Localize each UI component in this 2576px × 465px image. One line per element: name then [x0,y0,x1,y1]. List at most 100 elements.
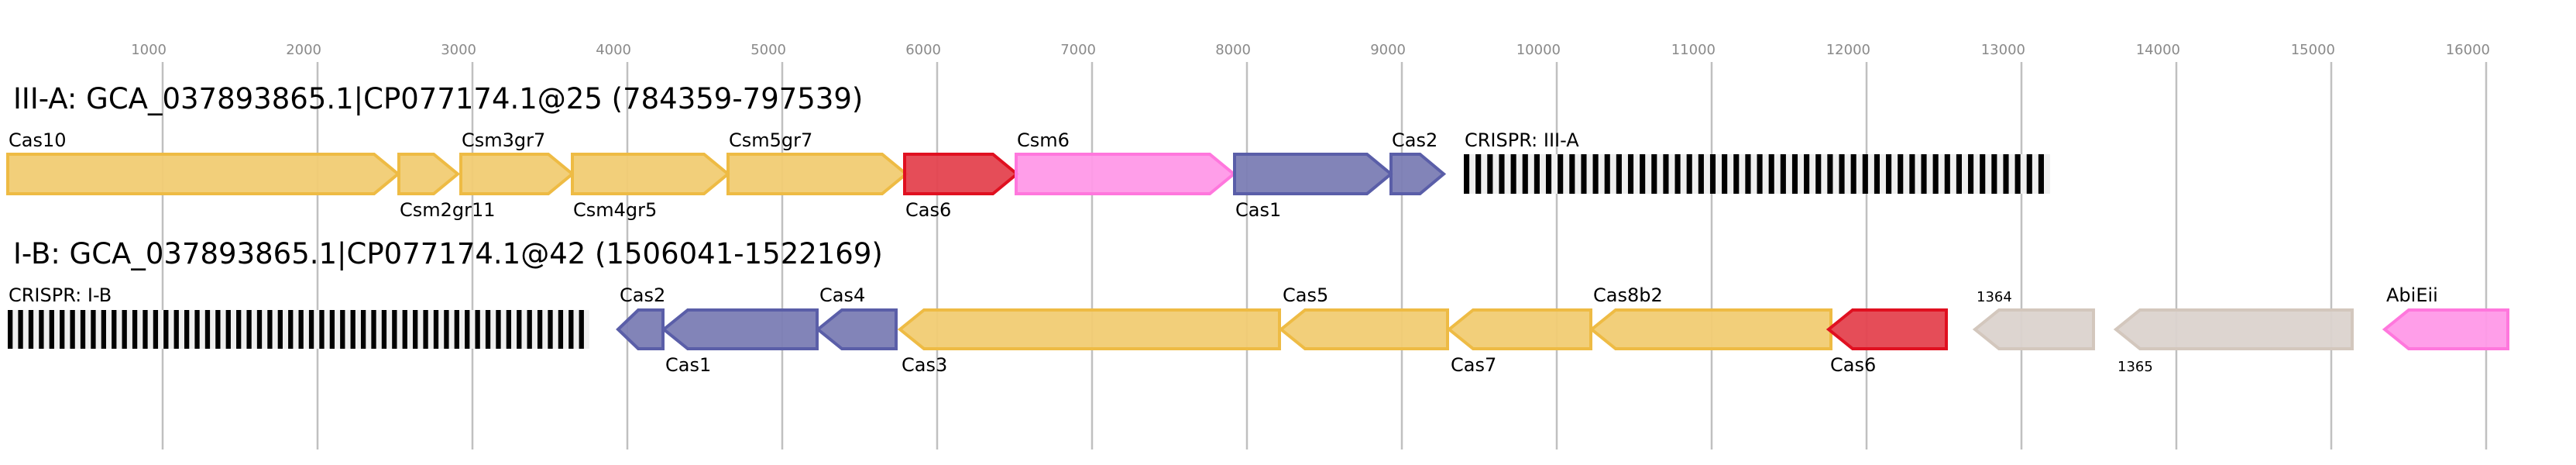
crispr-repeat [465,310,470,349]
crispr-repeat [568,310,574,349]
feature-label: 1365 [2117,359,2153,375]
gene-shape [2113,308,2354,350]
tick-label: 13000 [1981,42,2025,58]
crispr-repeat [1791,154,1798,194]
tick-label: 5000 [750,42,786,58]
crispr-repeat [18,310,23,349]
feature-label: Cas2 [1392,129,1437,151]
crispr-repeat [1569,154,1575,194]
crispr-array[interactable]: CRISPR: I-B [8,284,589,349]
locus-track: III-A: GCA_037893865.1|CP077174.1@25 (78… [6,82,2050,221]
gene-arrow[interactable]: AbiEii [2382,284,2509,350]
crispr-repeat [163,310,169,349]
crispr-repeat [91,310,96,349]
crispr-array[interactable]: CRISPR: III-A [1464,129,2050,194]
gene-arrow[interactable]: Csm2gr11 [397,153,496,221]
feature-label: Cas4 [819,284,865,306]
gene-arrow[interactable]: Csm6 [1015,129,1237,195]
feature-label: Cas6 [905,199,951,221]
crispr-repeat [350,310,355,349]
crispr-repeat [184,310,190,349]
crispr-repeat [1768,154,1774,194]
gene-shape [1015,153,1237,195]
tick-label: 2000 [286,42,321,58]
feature-label: Csm5gr7 [729,129,812,151]
gene-arrow[interactable]: Cas1 [1233,153,1394,221]
gene-shape [661,308,819,350]
crispr-repeat [475,310,480,349]
crispr-repeat [2038,154,2044,194]
feature-label: Csm6 [1017,129,1070,151]
gene-arrow[interactable]: Cas1 [661,308,819,376]
gene-arrow[interactable]: Csm3gr7 [459,129,575,195]
crispr-repeat [360,310,366,349]
gene-arrow[interactable]: 1365 [2113,308,2354,375]
crispr-repeat [1510,154,1516,194]
crispr-repeat [392,310,397,349]
gene-arrow[interactable]: Cas6 [1826,308,1948,376]
gene-arrow[interactable]: Cas10 [6,129,401,195]
gene-shape [6,153,401,195]
gene-arrow[interactable]: Cas4 [815,284,898,350]
crispr-repeat [1921,154,1927,194]
crispr-repeat [1991,154,1997,194]
locus-title: III-A: GCA_037893865.1|CP077174.1@25 (78… [13,82,863,115]
gene-shape [1826,308,1948,350]
crispr-repeat [1898,154,1904,194]
crispr-repeat [49,310,54,349]
crispr-repeat [402,310,407,349]
tick-label: 6000 [905,42,941,58]
crispr-repeat [413,310,418,349]
crispr-repeat [1487,154,1493,194]
gene-arrow[interactable]: Cas5 [1278,284,1449,350]
crispr-repeat [1558,154,1564,194]
locus-track: I-B: GCA_037893865.1|CP077174.1@42 (1506… [8,237,2509,376]
feature-label: Csm4gr5 [573,199,657,221]
crispr-repeat [60,310,65,349]
crispr-repeat [1839,154,1845,194]
gene-arrow[interactable]: Csm5gr7 [726,129,909,195]
crispr-repeat [496,310,501,349]
crispr-repeat [1627,154,1634,194]
gene-arrow[interactable]: Cas2 [1389,129,1447,195]
gene-arrow[interactable]: 1364 [1972,289,2095,350]
crispr-repeat [444,310,449,349]
crispr-repeat [1815,154,1822,194]
crispr-repeat [80,310,86,349]
crispr-repeat [277,310,283,349]
tick-label: 8000 [1215,42,1251,58]
feature-label: Cas1 [1235,199,1281,221]
gene-arrow[interactable]: Cas3 [897,308,1281,376]
crispr-repeat [1944,154,1950,194]
crispr-repeat [1827,154,1833,194]
crispr-repeat [485,310,491,349]
crispr-repeat [308,310,314,349]
gene-arrow[interactable]: Cas6 [903,153,1020,221]
gene-arrow[interactable]: Csm4gr5 [571,153,731,221]
crispr-repeat [340,310,345,349]
feature-label: AbiEii [2386,284,2438,306]
crispr-repeat [1886,154,1892,194]
crispr-repeat [267,310,273,349]
crispr-repeat [548,310,553,349]
crispr-repeat [215,310,221,349]
crispr-repeat [527,310,532,349]
gene-arrow[interactable]: Cas7 [1446,308,1592,376]
crispr-repeat [1698,154,1704,194]
crispr-repeat [1874,154,1880,194]
crispr-repeat [298,310,304,349]
tick-label: 14000 [2136,42,2180,58]
crispr-repeat [143,310,148,349]
crispr-repeat [153,310,159,349]
feature-label: Csm3gr7 [462,129,545,151]
gene-shape [903,153,1020,195]
gene-arrow[interactable]: Cas2 [616,284,665,350]
crispr-repeat [1733,154,1740,194]
tick-label: 4000 [596,42,631,58]
crispr-repeat [8,310,13,349]
feature-label: CRISPR: I-B [9,284,112,306]
gene-shape [571,153,731,195]
crispr-repeat [101,310,106,349]
